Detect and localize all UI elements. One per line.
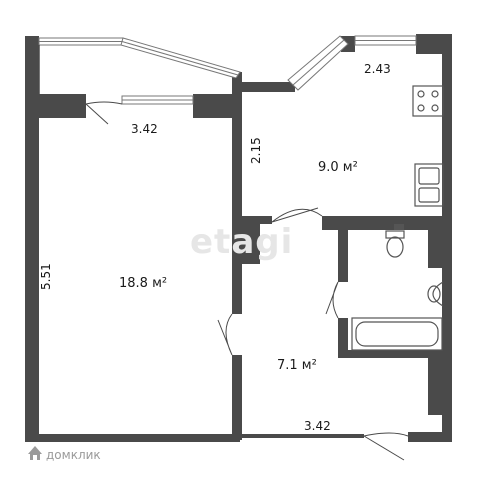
kitchen-sink-icon: [414, 163, 444, 207]
kitchen-depth-label: 2.15: [249, 137, 263, 164]
toilet-icon: [385, 230, 405, 258]
wall-kitchen-bottom-right: [322, 216, 446, 230]
watermark-text: etagi: [190, 222, 293, 262]
walls: [25, 34, 452, 442]
balcony-outline: [38, 45, 237, 94]
washbasin-icon: [427, 281, 444, 307]
wall-kitchen-bottom-left: [232, 216, 272, 224]
kitchen-width-label: 2.43: [364, 62, 391, 76]
door-bathroom: [325, 281, 339, 319]
wall-right-upper-block: [416, 34, 452, 54]
wall-right: [442, 36, 452, 442]
wall-bottom-right: [240, 434, 364, 438]
wall-bath-left-lower: [338, 318, 348, 356]
house-icon: [28, 446, 42, 460]
wall-room-top-right: [193, 94, 233, 118]
wall-bottom-left: [25, 434, 240, 442]
wall-bath-bottom: [338, 350, 448, 358]
windows: [38, 35, 417, 105]
wall-left: [25, 38, 39, 440]
doors: [85, 101, 409, 461]
kitchen-area-label: 9.0 м²: [318, 160, 358, 175]
door-kitchen: [271, 207, 323, 223]
hall-area-label: 7.1 м²: [277, 358, 317, 373]
stove-icon: [412, 85, 444, 117]
wall-kitchen-top-left: [233, 82, 295, 92]
balcony-width-label: 3.42: [131, 122, 158, 136]
wall-room-right-mid: [232, 218, 260, 264]
wall-balcony-top-left: [25, 36, 39, 48]
door-room: [217, 313, 233, 356]
bottom-width-label: 3.42: [304, 419, 331, 433]
bathtub-icon: [351, 317, 443, 351]
wall-bath-right: [428, 222, 446, 268]
wall-room-top-left: [36, 94, 86, 118]
room-area-label: 18.8 м²: [119, 276, 167, 291]
wall-bath-left: [338, 222, 348, 282]
brand-text: домклик: [46, 448, 101, 462]
wall-right-lower-block: [428, 355, 448, 415]
brand-logo: домклик: [28, 446, 101, 462]
wall-room-right-upper: [232, 72, 242, 220]
wall-room-right-lower: [232, 264, 242, 314]
wall-bottom-right-end: [408, 432, 446, 442]
room-length-label: 5.51: [39, 263, 53, 290]
door-balcony: [85, 101, 123, 125]
wall-room-right-bottom: [232, 355, 242, 440]
riser-icon: [394, 224, 404, 230]
door-entrance: [363, 432, 409, 461]
